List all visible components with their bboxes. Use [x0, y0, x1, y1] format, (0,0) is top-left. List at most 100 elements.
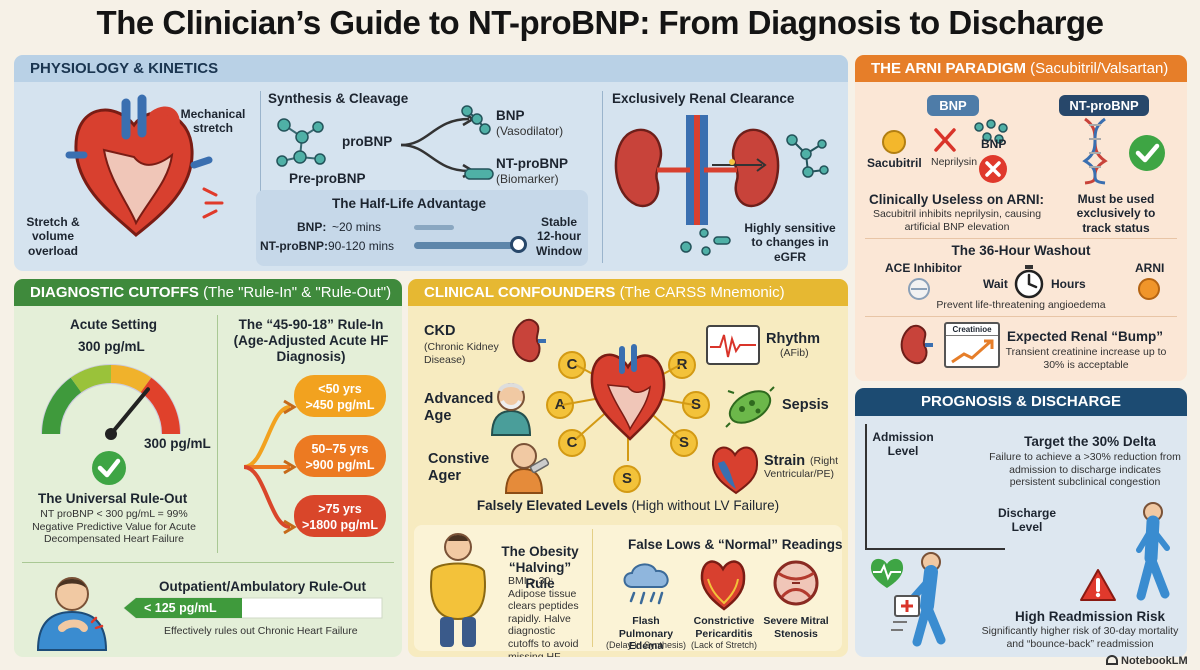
bnp-arni-label: BNP — [981, 137, 1007, 151]
ruleout-text: NT proBNP < 300 pg/mL = 99% Negative Pre… — [32, 508, 196, 546]
probnp-label: proBNP — [342, 134, 393, 149]
wait-label: Wait — [983, 277, 1008, 291]
checkmark-icon — [92, 451, 126, 485]
constrictive-label: Constrictive Pericarditis — [693, 615, 755, 640]
age-tier-1-value: >450 pg/mL — [305, 397, 375, 412]
outpatient-title: Outpatient/Ambulatory Rule-Out — [159, 579, 366, 594]
brand-name: NotebookLM — [1121, 655, 1188, 667]
brand-logo-icon — [1106, 655, 1118, 665]
sacubitril-pill-icon — [882, 130, 906, 154]
mitral-valve-icon — [773, 560, 819, 606]
false-lows-title: False Lows & “Normal” Readings — [628, 537, 843, 552]
renal-note: Highly sensitive to changes in eGFR — [744, 221, 836, 264]
creatinine-chart-icon: Creatinioe — [944, 322, 1000, 368]
divider — [260, 91, 261, 263]
obesity-text: BMI > 30: Adipose tissue clears peptides… — [508, 575, 579, 657]
confounders-header-sub: (The CARSS Mnemonic) — [619, 284, 785, 301]
confounders-header-title: CLINICAL CONFOUNDERS — [424, 284, 616, 301]
age-tier-3-value: >1800 pg/mL — [301, 517, 379, 532]
ruleout-title: The Universal Rule-Out — [38, 491, 188, 506]
bnp-molecule-icon — [461, 105, 491, 135]
divider — [22, 562, 394, 563]
mnemonic-letter-s: S — [613, 465, 641, 493]
discharge-label: Discharge Level — [997, 506, 1057, 535]
filtered-particles-icon — [680, 228, 731, 256]
mitral-label: Severe Mitral Stenosis — [763, 615, 829, 640]
ckd-label: CKD — [424, 323, 456, 339]
falsely-elevated-title: Falsely Elevated Levels (High without LV… — [408, 498, 848, 514]
arni-header-title: THE ARNI PARADIGM — [871, 60, 1026, 77]
creatinine-icon-label: Creatinioe — [946, 324, 998, 336]
kidney-icon — [512, 318, 546, 363]
patient-chest-pain-icon — [36, 577, 108, 651]
bnp-label: BNP — [496, 108, 525, 123]
mnemonic-letter-s: S — [682, 391, 710, 419]
preprobnp-label: Pre-proBNP — [289, 171, 366, 186]
kidneys-icon — [614, 115, 780, 225]
graph-x-axis — [865, 548, 1005, 550]
diagnostic-header-title: DIAGNOSTIC CUTOFFS — [30, 284, 199, 301]
prevent-text: Prevent life-threatening angioedema — [936, 299, 1106, 311]
rulein-title: The “45-90-18” Rule-In (Age-Adjusted Acu… — [233, 317, 389, 365]
outpatient-value: < 125 pg/mL — [144, 601, 217, 615]
mnemonic-letter-c: C — [558, 351, 586, 379]
error-x-icon — [979, 155, 1007, 183]
ntprobnp-label: NT-proBNP — [496, 156, 568, 171]
obesity-title: The Obesity “Halving” Rule — [501, 544, 579, 592]
age-tier-3: >75 yrs>1800 pg/mL — [294, 495, 386, 537]
constrictive-sub-label: (Lack of Stretch) — [690, 640, 758, 650]
flash-sub-label: (Delay in Synthesis) — [605, 640, 687, 650]
mnemonic-letter-a: A — [546, 391, 574, 419]
stretch-volume-label: Stretch & volume overload — [26, 215, 80, 258]
kidney-icon — [900, 324, 933, 365]
rhythm-label: Rhythm — [766, 331, 820, 347]
heart-icon — [65, 94, 213, 237]
ckd-sub-label: (Chronic Kidney Disease) — [424, 341, 499, 366]
age-tier-bracket — [243, 399, 297, 535]
must-text: Must be used exclusively to track status — [1076, 192, 1156, 235]
halflife-nt-knob — [510, 236, 527, 253]
useless-title: Clinically Useless on ARNI: — [869, 192, 1045, 207]
synthesis-title: Synthesis & Cleavage — [268, 91, 409, 106]
divider — [865, 238, 1177, 239]
halflife-bnp-bar — [414, 225, 454, 230]
outpatient-arrow — [123, 597, 383, 619]
sepsis-label: Sepsis — [782, 397, 829, 413]
prognosis-panel: PROGNOSIS & DISCHARGE Admission Level Di… — [855, 388, 1187, 657]
discharged-patient-icon — [1136, 502, 1170, 601]
bacteria-icon — [725, 386, 775, 428]
ecg-monitor-icon — [706, 325, 760, 365]
halflife-nt-label: NT-proBNP: — [260, 239, 328, 253]
bump-title: Expected Renal “Bump” — [1007, 329, 1164, 344]
divider — [602, 91, 603, 263]
strain-sub-label: (Right Ventricular/PE) — [764, 455, 839, 480]
age-tier-2-age: 50–75 yrs — [311, 442, 369, 456]
outpatient-text: Effectively rules out Chronic Heart Fail… — [164, 625, 358, 637]
falsely-elevated-label: Falsely Elevated Levels — [476, 498, 628, 513]
pericarditis-heart-icon — [700, 560, 746, 611]
age-tier-1: <50 yrs>450 pg/mL — [294, 375, 386, 417]
flash-label: Flash Pulmonary Edema — [618, 615, 674, 653]
gauge-value-label: 300 pg/mL — [144, 436, 211, 451]
prognosis-header: PROGNOSIS & DISCHARGE — [855, 388, 1187, 416]
risk-title: High Readmission Risk — [1014, 609, 1166, 624]
ace-label: ACE Inhibitor — [885, 261, 962, 275]
confounders-panel: CLINICAL CONFOUNDERS (The CARSS Mnemonic… — [408, 279, 848, 657]
age-tier-3-age: >75 yrs — [318, 502, 362, 516]
diagnostic-header: DIAGNOSTIC CUTOFFS (The "Rule-In" & "Rul… — [14, 279, 402, 306]
heartbeat-icon — [870, 558, 904, 588]
bump-text: Transient creatinine increase up to 30% … — [1005, 346, 1167, 371]
arni-pill-icon — [1138, 278, 1160, 300]
clock-icon — [1014, 265, 1044, 299]
right-ventricle-heart-icon — [711, 446, 759, 495]
bnp-sub-label: (Vasodilator) — [496, 124, 564, 138]
confounders-header: CLINICAL CONFOUNDERS (The CARSS Mnemonic… — [408, 279, 848, 306]
neprilysin-cross-icon — [934, 128, 956, 152]
washout-title: The 36-Hour Washout — [951, 243, 1091, 258]
advanced-age-label: Advanced Age — [424, 391, 494, 425]
mnemonic-letter-r: R — [668, 351, 696, 379]
renal-title: Exclusively Renal Clearance — [612, 91, 795, 106]
sacubitril-label: Sacubitril — [867, 156, 922, 170]
divider — [865, 316, 1177, 317]
divider — [217, 315, 218, 553]
